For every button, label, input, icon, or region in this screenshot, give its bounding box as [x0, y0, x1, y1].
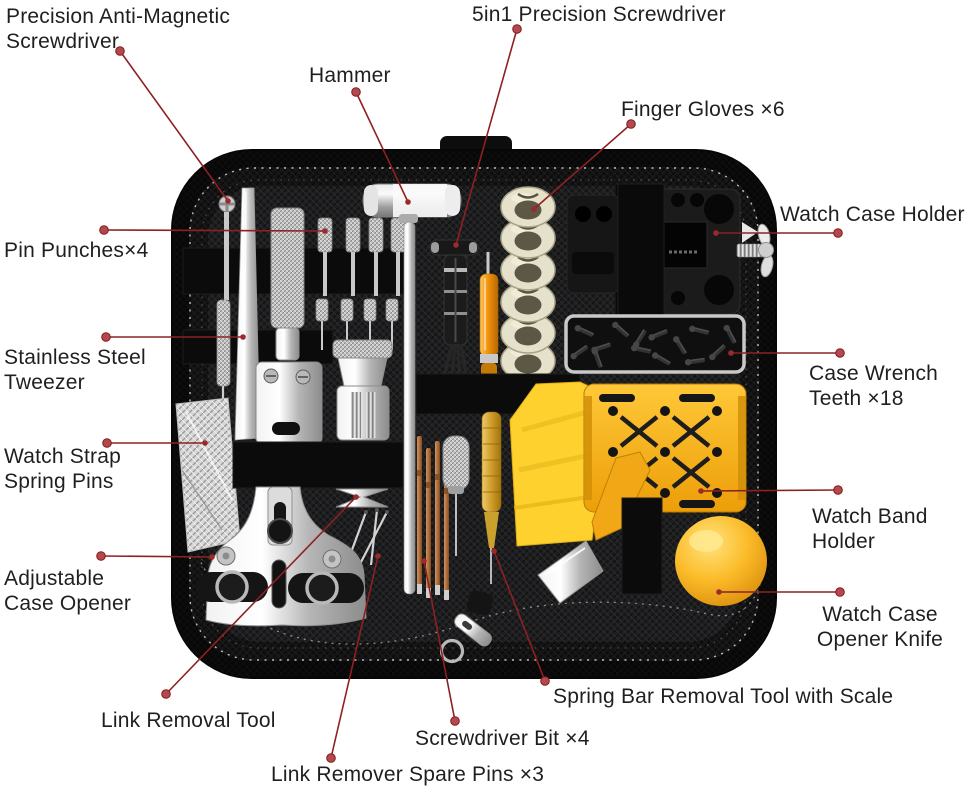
pin-punches-illustration [315, 217, 406, 350]
watch-case-opener-knife-illustration [537, 451, 651, 604]
callout-precision-anti-magnetic-screwdriver: Precision Anti-Magnetic Screwdriver [6, 5, 231, 53]
callout-finger-gloves: Finger Gloves ×6 [621, 98, 785, 121]
leader-watch-band-holder [698, 485, 843, 495]
callout-case-wrench-teeth: Case Wrench Teeth ×18 [809, 362, 939, 410]
callout-spring-bar-removal-tool: Spring Bar Removal Tool with Scale [553, 685, 894, 708]
leader-spring-bar-tool [491, 548, 550, 686]
callout-watch-case-holder: Watch Case Holder [780, 203, 965, 226]
hammer-illustration [362, 183, 462, 595]
leader-adjustable-case-opener [96, 551, 215, 561]
callout-watch-strap-spring-pins: Watch Strap Spring Pins [4, 445, 121, 493]
leader-watch-case-opener-knife [716, 587, 845, 597]
leader-screwdriver-bit [421, 558, 460, 726]
pin-vise-illustration [442, 435, 470, 556]
leader-hammer [351, 87, 411, 205]
elastic-strap-knife [621, 497, 663, 595]
callout-5in1-precision-screwdriver: 5in1 Precision Screwdriver [472, 3, 726, 26]
leader-finger-gloves [531, 119, 636, 212]
leader-link-remover-spare-pins [326, 553, 381, 763]
link-removal-tool-base-illustration [335, 488, 389, 508]
leader-lines [96, 24, 845, 763]
case-back-opener-die-illustration [255, 207, 323, 445]
leader-stainless-tweezer [101, 332, 246, 342]
leader-link-removal-tool [161, 494, 359, 699]
link-removal-tool-illustration [332, 339, 393, 441]
leader-5in1-screwdriver [453, 24, 522, 248]
callout-adjustable-case-opener: Adjustable Case Opener [4, 567, 132, 615]
leader-watch-strap-pins [102, 438, 208, 448]
callout-link-removal-tool: Link Removal Tool [101, 709, 276, 732]
finger-gloves-illustration [499, 185, 557, 383]
leader-pin-punches [99, 225, 328, 235]
callout-screwdriver-bit: Screwdriver Bit ×4 [415, 727, 590, 750]
adjustable-case-opener-illustration [196, 486, 367, 627]
leader-case-wrench-teeth [728, 348, 845, 358]
leader-precision-anti-magnetic [115, 46, 231, 204]
elastic-strap-left-lower [232, 441, 404, 489]
callout-pin-punches: Pin Punches×4 [4, 239, 149, 262]
elastic-strap-holder [617, 183, 665, 319]
spring-bar-tool-lower-illustration [481, 411, 502, 584]
case-opener-bulb-illustration [675, 516, 767, 606]
callout-hammer: Hammer [309, 64, 391, 87]
bottom-zipper-stitching [197, 555, 763, 645]
polishing-cloth-illustration [509, 381, 602, 547]
callout-link-remover-spare-pins: Link Remover Spare Pins ×3 [271, 763, 545, 786]
watch-case-holder-illustration [566, 188, 774, 315]
case-wrench-teeth-tray-illustration [564, 314, 746, 374]
screwdriver-bits-illustration [417, 436, 449, 600]
callout-watch-case-opener-knife: Watch Case Opener Knife [816, 603, 944, 651]
leader-watch-case-holder [713, 228, 843, 238]
spring-bar-tool-upper-illustration [479, 252, 499, 385]
callout-watch-band-holder: Watch Band Holder [812, 505, 928, 553]
callout-stainless-steel-tweezer: Stainless Steel Tweezer [4, 346, 146, 394]
watch-strap-spring-pins-bag-illustration [175, 397, 241, 553]
